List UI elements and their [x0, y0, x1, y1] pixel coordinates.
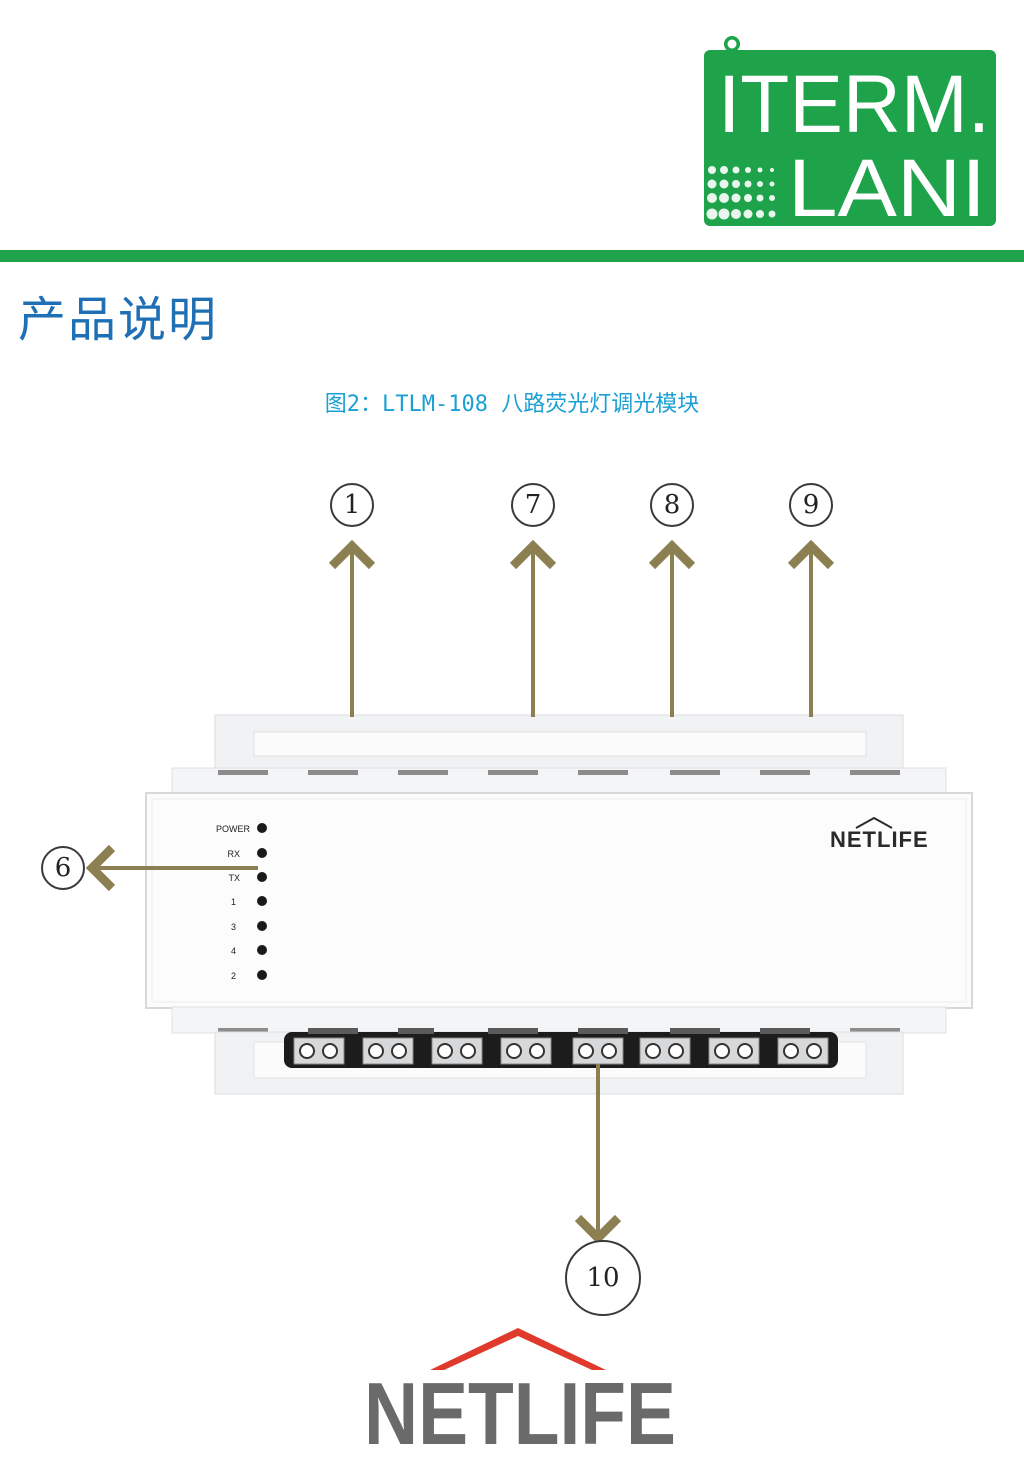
- header-divider: [0, 250, 1024, 262]
- svg-text:NETLIFE: NETLIFE: [364, 1364, 676, 1452]
- terminal: [293, 1037, 345, 1065]
- terminal: [639, 1037, 691, 1065]
- vent-slots-bottom: [218, 1028, 900, 1033]
- terminal: [500, 1037, 552, 1065]
- callout-9: 9: [789, 483, 833, 527]
- device-diagram: POWER RX TX 1 3 4 2 NETLIFE: [0, 470, 1024, 1320]
- terminal-block-strip: [284, 1028, 838, 1068]
- figure-caption: 图2：LTLM-108 八路荧光灯调光模块: [324, 392, 700, 417]
- callout-arrows: [85, 539, 835, 1245]
- iterm-lani-logo: ITERM. LANI: [704, 36, 996, 226]
- device-brand-logo: NETLIFE: [830, 816, 929, 852]
- callout-10: 10: [565, 1240, 641, 1316]
- led-indicator-panel: POWER RX TX 1 3 4 2: [216, 823, 267, 981]
- svg-text:ITERM.: ITERM.: [718, 59, 990, 150]
- svg-text:NETLIFE: NETLIFE: [830, 827, 929, 852]
- section-title: 产品说明: [18, 292, 219, 348]
- led-label-rx: RX: [227, 849, 240, 859]
- led-label-4: 4: [231, 946, 236, 956]
- callout-7: 7: [511, 483, 555, 527]
- terminal: [572, 1037, 624, 1065]
- logo-roof: [430, 1328, 606, 1370]
- vent-slots-top: [218, 770, 900, 775]
- led-label-1: 1: [231, 897, 236, 907]
- terminal: [431, 1037, 483, 1065]
- terminal: [777, 1037, 829, 1065]
- led-label-tx: TX: [228, 873, 240, 883]
- terminal: [708, 1037, 760, 1065]
- led-label-3: 3: [231, 922, 236, 932]
- terminal: [362, 1037, 414, 1065]
- led-label-2: 2: [231, 971, 236, 981]
- netlife-logo: NETLIFE: [364, 1328, 676, 1452]
- svg-text:LANI: LANI: [788, 143, 986, 226]
- callout-6: 6: [41, 846, 85, 890]
- callout-1: 1: [330, 483, 374, 527]
- device-illustration: POWER RX TX 1 3 4 2 NETLIFE: [85, 539, 973, 1245]
- led-label-power: POWER: [216, 824, 251, 834]
- callout-8: 8: [650, 483, 694, 527]
